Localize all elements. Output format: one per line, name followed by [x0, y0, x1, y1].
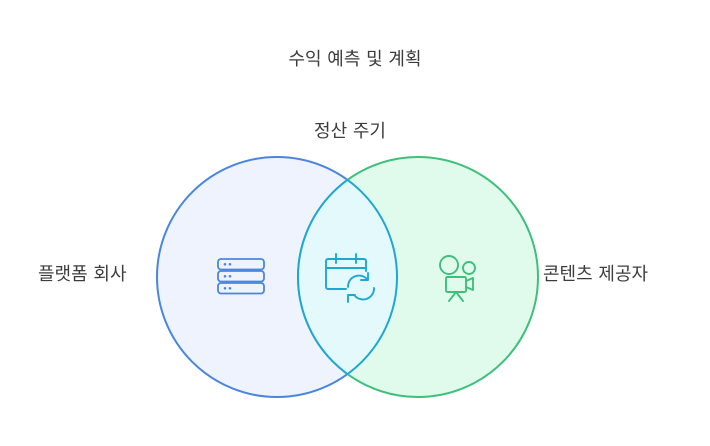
- diagram-title: 수익 예측 및 계획: [288, 49, 422, 70]
- server-stack-icon: [217, 258, 265, 295]
- intersection-region: [297, 157, 397, 397]
- left-set-label: 플랫폼 회사: [38, 264, 127, 285]
- intersection-label: 정산 주기: [314, 121, 386, 142]
- video-camera-icon: [439, 255, 476, 302]
- calendar-sync-icon: [325, 253, 375, 303]
- right-set-label: 콘텐츠 제공자: [543, 264, 649, 285]
